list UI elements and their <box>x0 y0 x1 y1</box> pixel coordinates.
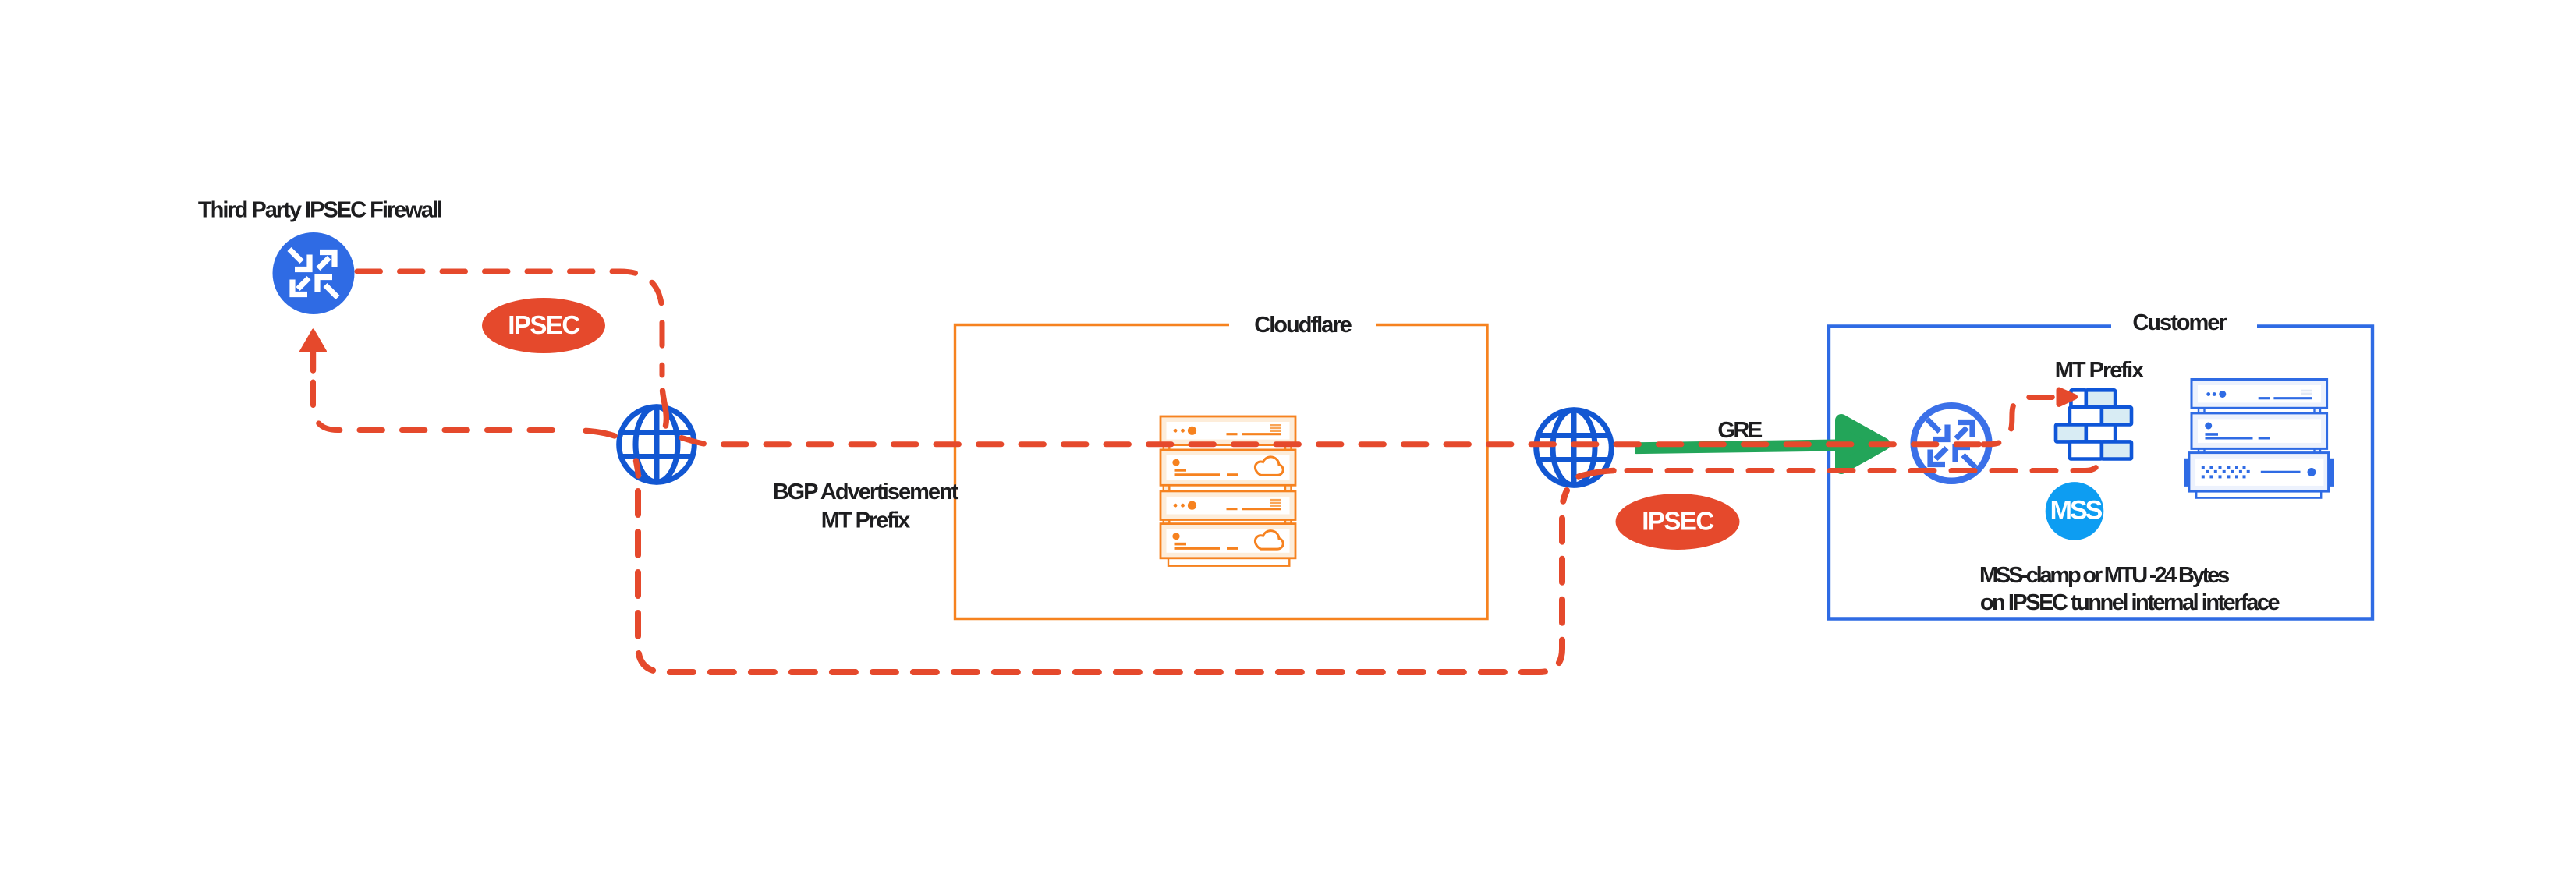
svg-text:IPSEC: IPSEC <box>1642 507 1713 536</box>
svg-text:MSS-clamp or MTU -24 Bytes: MSS-clamp or MTU -24 Bytes <box>1979 563 2229 588</box>
svg-text:BGP Advertisement: BGP Advertisement <box>773 480 959 505</box>
svg-text:Cloudflare: Cloudflare <box>1254 313 1352 338</box>
svg-text:IPSEC: IPSEC <box>508 310 579 339</box>
svg-text:MT Prefix: MT Prefix <box>2055 358 2144 383</box>
svg-text:GRE: GRE <box>1717 418 1763 443</box>
svg-text:on IPSEC tunnel internal inter: on IPSEC tunnel internal interface <box>1980 590 2280 615</box>
svg-text:Customer: Customer <box>2132 310 2227 335</box>
svg-text:MSS: MSS <box>2050 496 2103 526</box>
svg-text:Third Party IPSEC Firewall: Third Party IPSEC Firewall <box>198 198 441 223</box>
svg-text:MT Prefix: MT Prefix <box>821 508 910 533</box>
